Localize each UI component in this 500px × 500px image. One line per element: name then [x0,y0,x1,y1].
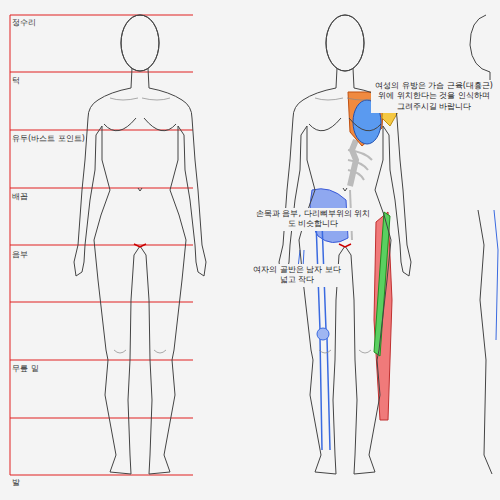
drawing-part [494,210,498,340]
annotation-note: 여자의 골반은 남자 보다 넓고 작다 [250,264,344,287]
drawing-part [10,475,193,476]
drawing-part [10,302,193,303]
drawing-part [10,418,193,419]
drawing-part [348,150,372,160]
annotation-note: 손목과 음부, 다리뼈부위의 위치도 비슷합니다 [252,208,374,231]
drawing-part [10,245,193,246]
proportion-label: 발 [12,478,20,488]
drawing-part [316,222,330,450]
proportion-label: 턱 [12,76,20,86]
drawing-part [374,212,390,356]
proportion-lines [10,15,193,475]
figure-left [74,15,206,474]
drawing-part [10,360,193,361]
drawing-part [10,188,193,189]
drawing-part [10,15,193,16]
annotation-note: 여성의 유방은 가슴 근육(대흉근) 위에 위치한다는 것을 인식하며 그려주시… [371,80,497,113]
proportion-label: 정수리 [12,18,36,28]
proportion-label: 무릎 밑 [12,364,39,374]
drawing-part [348,160,368,170]
proportion-label: 유두(바스트 포인트) [12,134,85,144]
drawing-part [350,140,356,186]
drawing-part [317,328,329,340]
proportion-label: 음부 [12,250,28,260]
drawing-part [348,170,364,180]
proportion-label: 배꼽 [12,192,28,202]
drawing-part [478,210,492,474]
drawing-part [10,72,193,73]
